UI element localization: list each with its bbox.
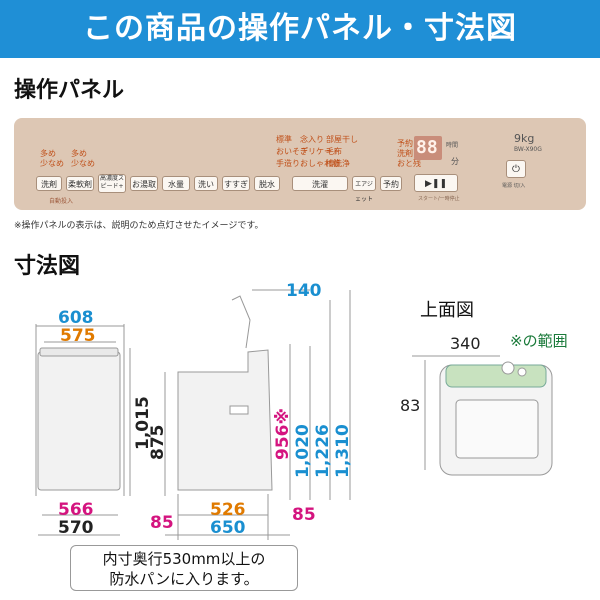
- panel-note: ※操作パネルの表示は、説明のため点灯させたイメージです。: [14, 221, 264, 231]
- panel-label: 予約: [397, 139, 413, 148]
- water-level-button[interactable]: 水量: [162, 176, 190, 191]
- concentrated-speed-button[interactable]: 高濃度スピード+: [98, 174, 126, 193]
- panel-label: 標準: [276, 135, 292, 144]
- power-button[interactable]: ⏻: [506, 160, 526, 178]
- reserve-button[interactable]: 予約: [380, 176, 402, 191]
- plan-view-range: [445, 364, 547, 388]
- side-view-body: [177, 349, 273, 491]
- panel-label: おいそぎ: [276, 147, 308, 156]
- width-575: 575: [60, 326, 96, 346]
- panel-label: 多め: [40, 149, 56, 158]
- offset-85-right: 85: [292, 505, 316, 525]
- hose-fitting: [231, 295, 251, 349]
- plan-view-lid: [455, 399, 539, 459]
- start-pause-button[interactable]: ▶❚❚: [414, 174, 458, 192]
- panel-section-title: 操作パネル: [14, 78, 125, 103]
- depth-140: 140: [286, 281, 322, 301]
- course-wash-button[interactable]: 洗濯: [292, 176, 348, 191]
- plan-width-340: 340: [450, 334, 481, 353]
- panel-label: 少なめ: [71, 159, 95, 168]
- panel-label: 槽洗浄: [326, 159, 350, 168]
- height-1226: 1,226: [313, 424, 333, 478]
- depth-650: 650: [210, 518, 246, 538]
- rinse-button[interactable]: すすぎ: [222, 176, 250, 191]
- model-label: BW-X90G: [514, 146, 542, 153]
- spin-button[interactable]: 脱水: [254, 176, 280, 191]
- page-title: この商品の操作パネル・寸法図: [83, 11, 517, 46]
- header-banner: [0, 0, 600, 58]
- panel-label: おと残: [397, 159, 421, 168]
- panel-label: 洗剤: [397, 149, 413, 158]
- time-display: 88: [414, 136, 442, 160]
- power-label: 電源 切/入: [502, 183, 526, 189]
- panel-label: 念入り: [300, 135, 324, 144]
- offset-85-left: 85: [150, 513, 174, 533]
- panel-label: 分: [451, 157, 459, 166]
- panel-label: 手造り: [276, 159, 300, 168]
- panel-label: 少なめ: [40, 159, 64, 168]
- front-view-body: [37, 351, 121, 491]
- width-570: 570: [58, 518, 94, 538]
- height-1020: 1,020: [293, 424, 313, 478]
- start-label: スタート/一時停止: [418, 196, 460, 202]
- height-875: 875: [148, 424, 168, 461]
- control-panel: 多め 少なめ 多め 少なめ 自動投入 標準 おいそぎ 手造り 念入り デリケート…: [14, 118, 586, 210]
- front-view-lid: [39, 347, 119, 357]
- callout-line-2: 防水パンに入ります。: [109, 570, 259, 588]
- plan-view-inlet-2: [517, 367, 527, 377]
- panel-label: 多め: [71, 149, 87, 158]
- width-608: 608: [58, 308, 94, 328]
- side-view-handle: [229, 405, 249, 415]
- height-956: 956※: [273, 407, 293, 460]
- plan-depth-83: 83: [400, 396, 421, 415]
- panel-label: 自動投入: [49, 198, 74, 205]
- hot-water-button[interactable]: お湯取: [130, 176, 158, 191]
- dimensions-section-title: 寸法図: [14, 254, 81, 279]
- panel-label: おしゃれ着: [300, 159, 340, 168]
- callout-line-1: 内寸奥行530mm以上の: [102, 550, 266, 568]
- wash-button[interactable]: 洗い: [194, 176, 218, 191]
- panel-label: 時間: [446, 142, 459, 149]
- capacity-label: 9kg: [514, 132, 535, 145]
- range-label: ※の範囲: [510, 332, 568, 350]
- depth-526: 526: [210, 500, 246, 520]
- panel-label: デリケート: [300, 147, 340, 156]
- drain-pan-callout: 内寸奥行530mm以上の 防水パンに入ります。: [70, 545, 298, 591]
- plan-view-title: 上面図: [420, 300, 474, 321]
- plan-view-inlet: [501, 361, 515, 375]
- height-1310: 1,310: [333, 424, 353, 478]
- detergent-button[interactable]: 洗剤: [36, 176, 62, 191]
- panel-label: 部屋干し: [326, 135, 358, 144]
- panel-label: 毛布: [326, 147, 342, 156]
- air-jet-button[interactable]: エアジェット: [352, 176, 376, 203]
- display-digits: 88: [416, 137, 438, 158]
- width-566: 566: [58, 500, 94, 520]
- softener-button[interactable]: 柔軟剤: [66, 176, 94, 191]
